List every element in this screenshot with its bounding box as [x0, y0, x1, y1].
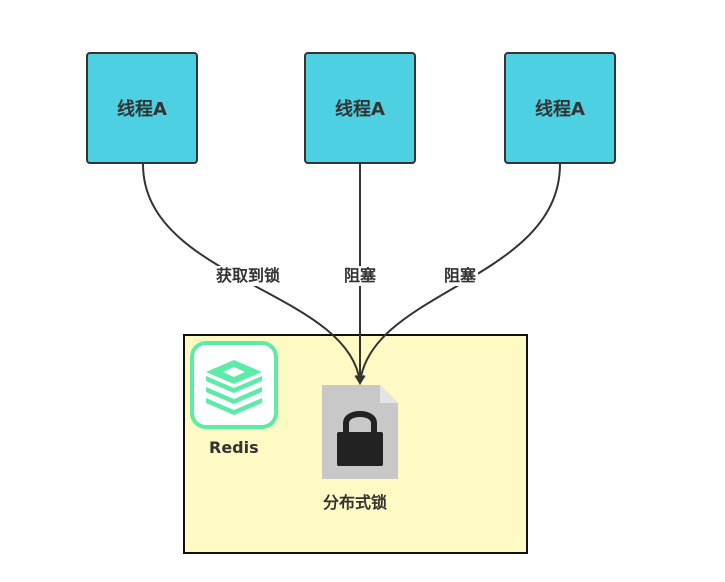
redis-logo-icon [190, 341, 278, 429]
thread-label: 线程A [535, 99, 585, 120]
thread-label: 线程A [117, 99, 167, 120]
edge-label-blocked-2: 阻塞 [442, 266, 479, 286]
edge-label-blocked-1: 阻塞 [342, 266, 379, 286]
thread-node-1: 线程A [86, 52, 198, 164]
thread-label: 线程A [335, 99, 385, 120]
thread-node-2: 线程A [304, 52, 416, 164]
edge-label-acquire: 获取到锁 [214, 266, 283, 286]
lock-icon [322, 385, 398, 479]
redis-label: Redis [209, 438, 259, 457]
distributed-lock-label: 分布式锁 [323, 493, 388, 512]
thread-node-3: 线程A [504, 52, 616, 164]
